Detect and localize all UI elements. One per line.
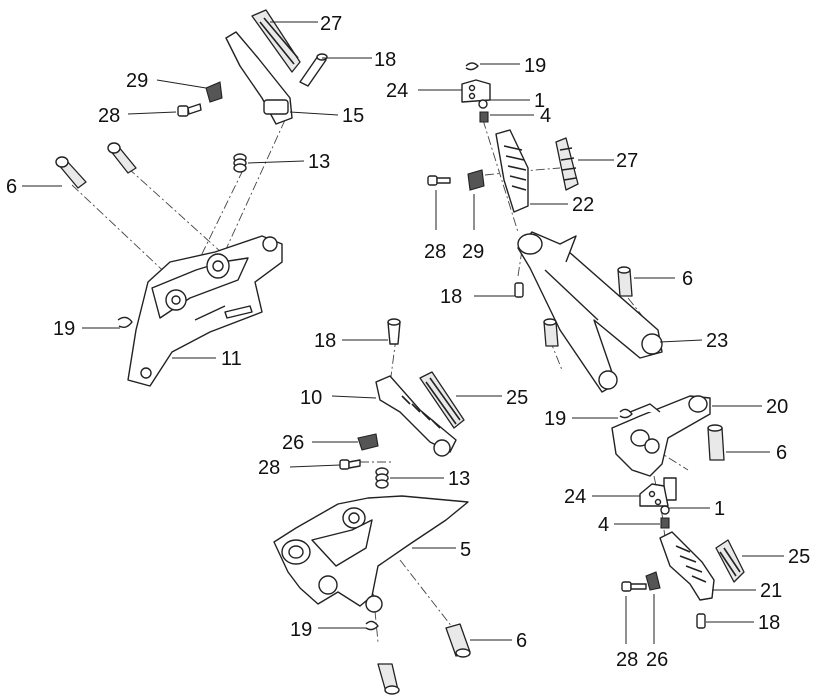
pin-part-18-a <box>299 53 328 87</box>
spring-part-13-a <box>233 153 247 173</box>
callout-29: 29 <box>126 70 148 92</box>
callout-13: 13 <box>448 468 470 490</box>
callout-6: 6 <box>516 630 527 652</box>
callout-28: 28 <box>98 105 120 127</box>
callout-5: 5 <box>460 539 471 561</box>
plate-part-24-b <box>639 483 669 507</box>
bolt-part-28-b <box>427 175 451 186</box>
washer-part-26-b <box>645 571 661 591</box>
rubber-part-27-a <box>251 9 301 73</box>
spring-part-13-b <box>375 467 389 489</box>
clip-part-19-a <box>117 316 133 329</box>
washer-part-29-b <box>467 169 485 191</box>
callout-24: 24 <box>386 80 408 102</box>
rubber-part-25-a <box>419 371 465 429</box>
assembly-passenger-left <box>418 62 703 393</box>
callout-18: 18 <box>314 330 336 352</box>
clip-part-19-c <box>365 620 379 631</box>
callout-19: 19 <box>290 619 312 641</box>
washer-part-29-a <box>205 81 223 103</box>
pin-part-18-c <box>387 318 401 345</box>
callout-6: 6 <box>6 176 17 198</box>
footpeg-part-21 <box>659 531 715 601</box>
pin-part-18-b <box>514 282 524 298</box>
bracket-part-5 <box>273 495 469 613</box>
clip-part-19-d <box>619 408 633 419</box>
pin-part-6-c <box>617 266 633 297</box>
callout-26: 26 <box>646 649 668 671</box>
callout-28: 28 <box>258 457 280 479</box>
bracket-part-11 <box>127 235 283 387</box>
callout-20: 20 <box>766 396 788 418</box>
callout-21: 21 <box>760 580 782 602</box>
callout-13: 13 <box>308 151 330 173</box>
callout-22: 22 <box>572 194 594 216</box>
callout-18: 18 <box>374 49 396 71</box>
callout-24: 24 <box>564 486 586 508</box>
callout-27: 27 <box>320 13 342 35</box>
pin-part-6-e <box>445 623 471 658</box>
callout-28: 28 <box>424 241 446 263</box>
footpeg-part-15 <box>225 31 293 125</box>
ball-part-1-b <box>660 505 670 515</box>
callout-18: 18 <box>758 612 780 634</box>
rubber-part-25-b <box>715 539 745 583</box>
callout-18: 18 <box>440 286 462 308</box>
assembly-rider-left <box>22 9 372 387</box>
pin-part-18-d <box>696 613 706 629</box>
callout-15: 15 <box>342 105 364 127</box>
callout-1: 1 <box>534 90 545 112</box>
washer-part-26-a <box>357 433 379 451</box>
callout-10: 10 <box>300 387 322 409</box>
pin-part-6-b <box>107 142 137 174</box>
callout-29: 29 <box>462 241 484 263</box>
bolt-part-28-c <box>339 459 361 470</box>
callout-4: 4 <box>540 105 551 127</box>
clip-part-19-b <box>465 62 479 71</box>
callout-25: 25 <box>506 387 528 409</box>
pin-part-6-g <box>707 424 725 461</box>
callout-19: 19 <box>524 55 546 77</box>
rubber-part-27-b <box>555 137 579 191</box>
callout-23: 23 <box>706 330 728 352</box>
callout-1: 1 <box>714 498 725 520</box>
spring-part-4-b <box>660 517 670 529</box>
callout-labels: 27 18 29 28 15 13 6 19 11 19 24 1 4 27 2… <box>6 13 810 671</box>
assembly-passenger-right <box>572 395 784 644</box>
pin-part-6-a <box>55 156 87 189</box>
callout-25: 25 <box>788 546 810 568</box>
callout-19: 19 <box>544 408 566 430</box>
plate-part-24-a <box>461 79 491 103</box>
callout-11: 11 <box>221 348 242 370</box>
footpeg-part-10 <box>375 375 457 457</box>
stay-part-23 <box>517 231 663 393</box>
callout-4: 4 <box>598 514 609 536</box>
callout-26: 26 <box>282 432 304 454</box>
pin-part-6-f <box>377 663 400 695</box>
callout-28: 28 <box>616 649 638 671</box>
ball-part-1-a <box>478 99 488 109</box>
callout-6: 6 <box>776 442 787 464</box>
callout-27: 27 <box>616 150 638 172</box>
stay-part-20 <box>611 395 711 477</box>
bolt-part-28-d <box>621 581 647 592</box>
assembly-rider-right <box>273 318 512 695</box>
bolt-part-28-a <box>177 103 202 117</box>
callout-6: 6 <box>682 268 693 290</box>
spring-part-4-a <box>479 111 489 123</box>
footpeg-part-22 <box>495 129 529 213</box>
callout-19: 19 <box>53 318 75 340</box>
pin-part-6-d <box>543 318 559 347</box>
